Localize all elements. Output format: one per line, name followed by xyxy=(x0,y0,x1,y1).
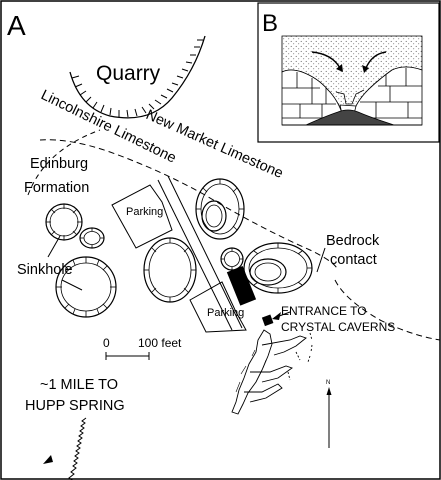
entrance-label-line2: CRYSTAL CAVERNS xyxy=(281,320,395,334)
cave-entrance-marker xyxy=(261,314,274,327)
entrance-arrowhead xyxy=(272,312,281,320)
building xyxy=(226,265,257,306)
north-arrow: N xyxy=(326,380,332,448)
flow-arrows xyxy=(311,51,387,73)
hupp-label-line2: HUPP SPRING xyxy=(25,398,125,414)
scale-bar: 0 100 feet xyxy=(103,336,182,360)
formation-contact-lines xyxy=(39,139,441,341)
sinkhole-label: Sinkhole xyxy=(17,262,73,278)
sinkhole-2 xyxy=(79,227,105,249)
parking-lot-lower xyxy=(189,281,247,333)
north-label: N xyxy=(326,380,330,386)
sinkhole-1 xyxy=(45,203,83,241)
edinburg-label-line2: Formation xyxy=(24,180,89,196)
hupp-label-line1: ~1 MILE TO xyxy=(40,377,118,393)
parking-lot-upper xyxy=(111,184,173,249)
entrance-label-line1: ENTRANCE TO xyxy=(281,304,367,318)
quarry-label: Quarry xyxy=(96,62,161,85)
sinkhole-6 xyxy=(220,247,244,271)
sinkhole-3 xyxy=(55,256,117,318)
panel-b-inset: B xyxy=(257,2,440,143)
quarry-edge xyxy=(69,35,206,119)
hupp-spring-arrow xyxy=(43,417,87,480)
road xyxy=(157,175,243,331)
scale-bar-length: 100 feet xyxy=(138,336,182,350)
sinkhole-leader-upper xyxy=(47,235,61,258)
parking-label-upper: Parking xyxy=(126,206,163,218)
sinkhole-5 xyxy=(195,178,245,240)
sinkhole-7 xyxy=(243,242,313,294)
panel-b-letter: B xyxy=(262,10,278,37)
scale-bar-zero: 0 xyxy=(103,336,110,350)
parking-label-lower: Parking xyxy=(207,307,244,319)
bedrock-contact-line1: Bedrock xyxy=(326,233,380,249)
edinburg-contact xyxy=(27,129,101,196)
panel-a-letter: A xyxy=(7,10,26,41)
sediment-cone xyxy=(305,109,395,126)
cave-passage xyxy=(231,329,313,415)
sinkhole-4 xyxy=(143,237,197,303)
sinkholes xyxy=(45,178,313,318)
sinkhole-leader-lower xyxy=(61,279,83,291)
bedrock-contact-line2: contact xyxy=(330,252,377,268)
edinburg-label-line1: Edinburg xyxy=(30,156,88,172)
bedrock-contact-leader xyxy=(316,247,326,273)
